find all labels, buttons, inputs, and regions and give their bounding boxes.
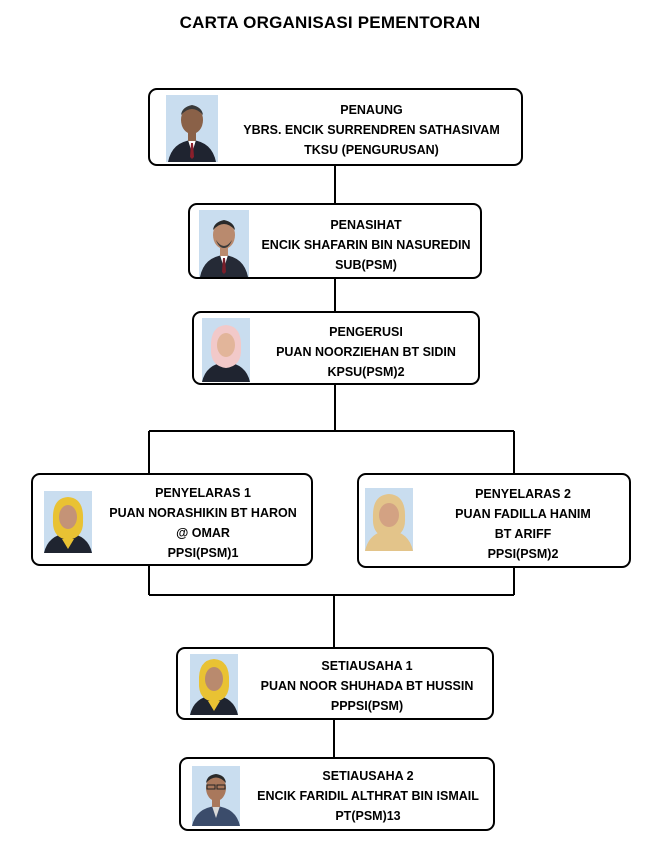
node-penyelaras1-name-line1: PUAN NORASHIKIN BT HARON xyxy=(109,506,297,520)
node-penasihat: PENASIHAT ENCIK SHAFARIN BIN NASUREDIN S… xyxy=(188,203,482,279)
node-setiausaha2-role: SETIAUSAHA 2 xyxy=(322,769,414,783)
node-penyelaras2: PENYELARAS 2 PUAN FADILLA HANIM BT ARIFF… xyxy=(357,473,631,568)
node-setiausaha1: SETIAUSAHA 1 PUAN NOOR SHUHADA BT HUSSIN… xyxy=(176,647,494,720)
node-penyelaras1: PENYELARAS 1 PUAN NORASHIKIN BT HARON @ … xyxy=(31,473,313,566)
node-pengerusi-name: PUAN NOORZIEHAN BT SIDIN xyxy=(276,345,456,359)
node-penasihat-role: PENASIHAT xyxy=(330,218,402,232)
node-penaung-post: TKSU (PENGURUSAN) xyxy=(304,143,439,157)
node-penyelaras1-name-line2: @ OMAR xyxy=(176,526,230,540)
man-portrait-icon xyxy=(192,766,240,826)
node-pengerusi-post: KPSU(PSM)2 xyxy=(327,365,405,379)
node-penyelaras1-role: PENYELARAS 1 xyxy=(155,486,251,500)
node-setiausaha1-role: SETIAUSAHA 1 xyxy=(321,659,413,673)
woman-hijab-portrait-icon xyxy=(190,654,238,715)
node-setiausaha1-post: PPPSI(PSM) xyxy=(330,699,404,713)
woman-hijab-portrait-icon xyxy=(44,491,92,553)
node-penyelaras2-name-line2: BT ARIFF xyxy=(494,527,552,541)
node-penasihat-name: ENCIK SHAFARIN BIN NASUREDIN xyxy=(261,238,471,252)
node-pengerusi-role: PENGERUSI xyxy=(329,325,403,339)
woman-hijab-portrait-icon xyxy=(365,488,413,551)
node-pengerusi: PENGERUSI PUAN NOORZIEHAN BT SIDIN KPSU(… xyxy=(192,311,480,385)
node-penaung-name: YBRS. ENCIK SURRENDREN SATHASIVAM xyxy=(243,123,500,137)
node-penyelaras2-post: PPSI(PSM)2 xyxy=(487,547,559,561)
node-penyelaras1-post: PPSI(PSM)1 xyxy=(167,546,239,560)
node-setiausaha1-name: PUAN NOOR SHUHADA BT HUSSIN xyxy=(260,679,474,693)
node-penaung-role: PENAUNG xyxy=(340,103,403,117)
man-portrait-icon xyxy=(199,210,249,277)
man-portrait-icon xyxy=(166,95,218,162)
node-penyelaras2-name-line1: PUAN FADILLA HANIM xyxy=(455,507,591,521)
woman-hijab-portrait-icon xyxy=(202,318,250,382)
node-penyelaras2-role: PENYELARAS 2 xyxy=(475,487,571,501)
node-setiausaha2-post: PT(PSM)13 xyxy=(335,809,401,823)
node-setiausaha2: SETIAUSAHA 2 ENCIK FARIDIL ALTHRAT BIN I… xyxy=(179,757,495,831)
node-penaung: PENAUNG YBRS. ENCIK SURRENDREN SATHASIVA… xyxy=(148,88,523,166)
chart-title: CARTA ORGANISASI PEMENTORAN xyxy=(179,13,481,32)
node-setiausaha2-name: ENCIK FARIDIL ALTHRAT BIN ISMAIL xyxy=(257,789,479,803)
node-penasihat-post: SUB(PSM) xyxy=(335,258,397,272)
